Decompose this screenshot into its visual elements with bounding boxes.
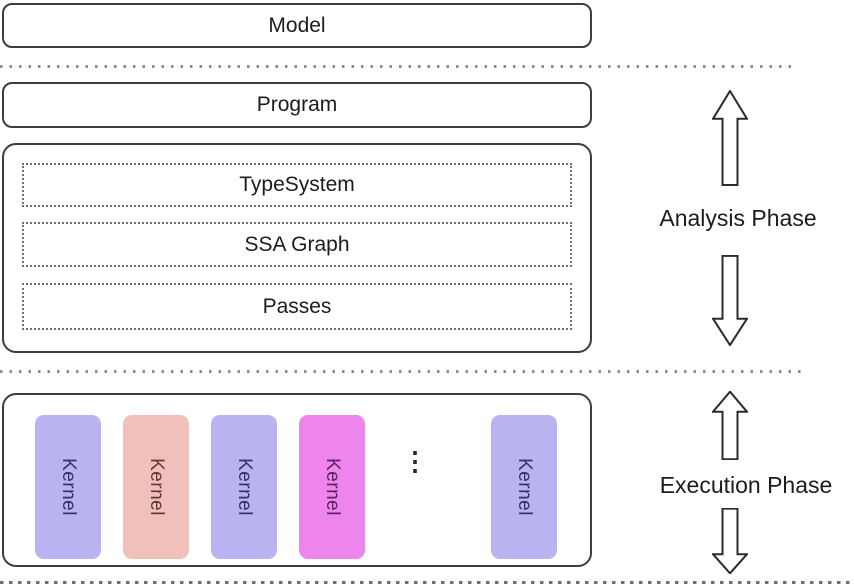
kernel-label: Kernel [57, 458, 79, 516]
program-box: Program [2, 82, 592, 128]
kernel-label: Kernel [513, 458, 535, 516]
execution-up-arrow-icon [712, 391, 748, 460]
execution-down-arrow-icon [712, 508, 748, 574]
kernel-ellipsis: ⋮ [402, 446, 428, 476]
kernel-box: Kernel [123, 415, 189, 559]
kernel-label: Kernel [145, 458, 167, 516]
typesystem-box: TypeSystem [22, 163, 572, 207]
analysis-phase-label: Analysis Phase [659, 205, 817, 231]
kernel-label: Kernel [233, 458, 255, 516]
analysis-down-arrow-icon [712, 255, 748, 346]
passes-label: Passes [262, 294, 332, 318]
typesystem-label: TypeSystem [239, 173, 355, 196]
model-label: Model [268, 13, 326, 37]
execution-phase-label: Execution Phase [659, 472, 833, 498]
ssa-graph-label: SSA Graph [244, 232, 350, 256]
separator-analysis-execution [0, 370, 806, 373]
ssa-graph-box: SSA Graph [22, 222, 572, 267]
model-box: Model [2, 3, 592, 48]
separator-model-program [0, 65, 796, 68]
execution-container-box: Kernel Kernel Kernel Kernel Kernel ⋮ [2, 393, 592, 567]
separator-bottom [0, 581, 854, 584]
kernel-box: Kernel [211, 415, 277, 559]
kernel-box: Kernel [491, 415, 557, 559]
analysis-up-arrow-icon [712, 90, 748, 186]
kernel-box: Kernel [299, 415, 365, 559]
passes-box: Passes [22, 283, 572, 330]
kernel-row: Kernel Kernel Kernel Kernel Kernel [4, 395, 590, 565]
program-label: Program [256, 93, 338, 116]
kernel-box: Kernel [35, 415, 101, 559]
analysis-container-box: TypeSystem SSA Graph Passes [2, 143, 592, 353]
kernel-label: Kernel [321, 458, 343, 516]
